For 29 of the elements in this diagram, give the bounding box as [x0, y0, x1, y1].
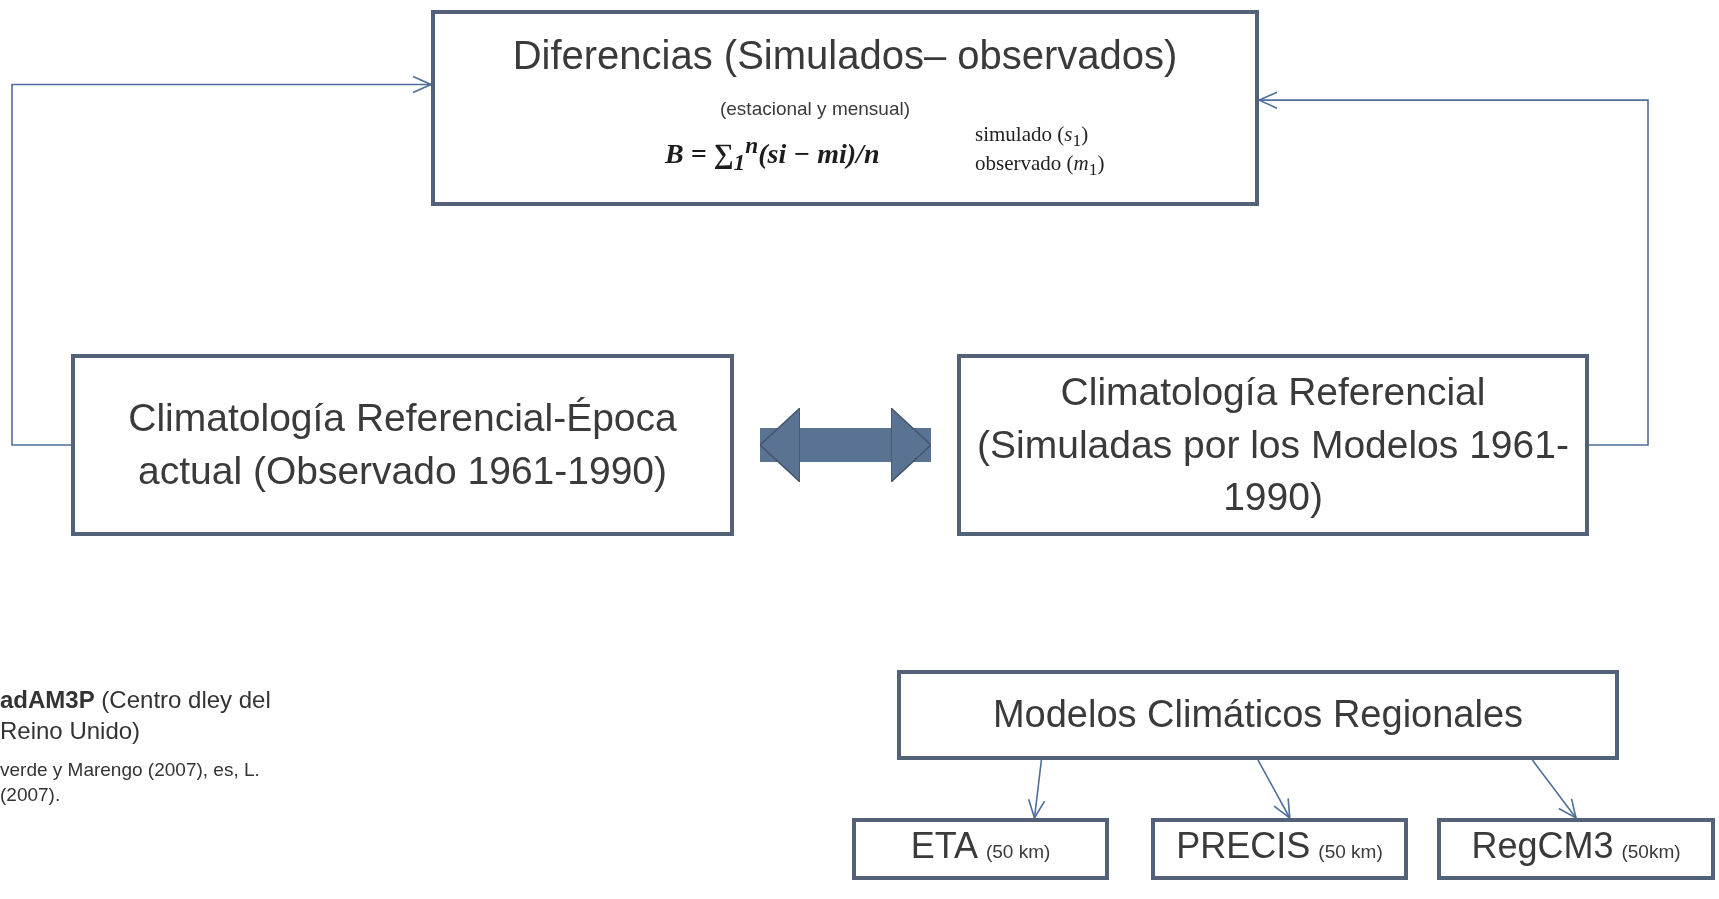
model-name-text: PRECIS [1176, 824, 1311, 868]
box-text: Climatología Referencial (Simuladas por los Modelos 1961-1990) [976, 369, 1570, 521]
arrow [1531, 759, 1577, 819]
arrow [1257, 759, 1291, 819]
subtitle-text: (estacional y mensual) [718, 98, 912, 120]
process-box [71, 354, 734, 536]
arrow [1027, 759, 1046, 819]
process-box [852, 818, 1109, 880]
heading-text: Diferencias (Simulados– observados) [511, 32, 1179, 79]
process-box [1151, 818, 1408, 880]
double-arrow [759, 407, 932, 483]
box-text: Climatología Referencial-Época actual (Observado 1961-1990) [127, 395, 678, 494]
resolution-text: (50 km) [1318, 841, 1383, 863]
variable-text: simulado (s$_{1}$) [975, 122, 1089, 152]
process-box [897, 670, 1619, 760]
reference-note: verde y Marengo (2007), es, L. (2007). [0, 758, 261, 807]
process-box [431, 10, 1259, 206]
reference-note: adAM3P (Centro dley del Reino Unido) [0, 685, 272, 747]
resolution-text: (50 km) [985, 841, 1051, 863]
model-name-text: RegCM3 [1471, 824, 1614, 868]
resolution-text: (50km) [1621, 841, 1681, 863]
variable-text: observado (m$_{1}$) [975, 151, 1105, 181]
arrow [1258, 91, 1649, 446]
process-box [957, 354, 1589, 536]
box-text: Modelos Climáticos Regionales [991, 692, 1525, 738]
formula-text: B = ∑$_{1}$$^{n}$(si − mi)/n [665, 132, 880, 176]
arrow [11, 75, 432, 446]
process-box [1437, 818, 1715, 880]
model-name-text: ETA [910, 824, 978, 868]
